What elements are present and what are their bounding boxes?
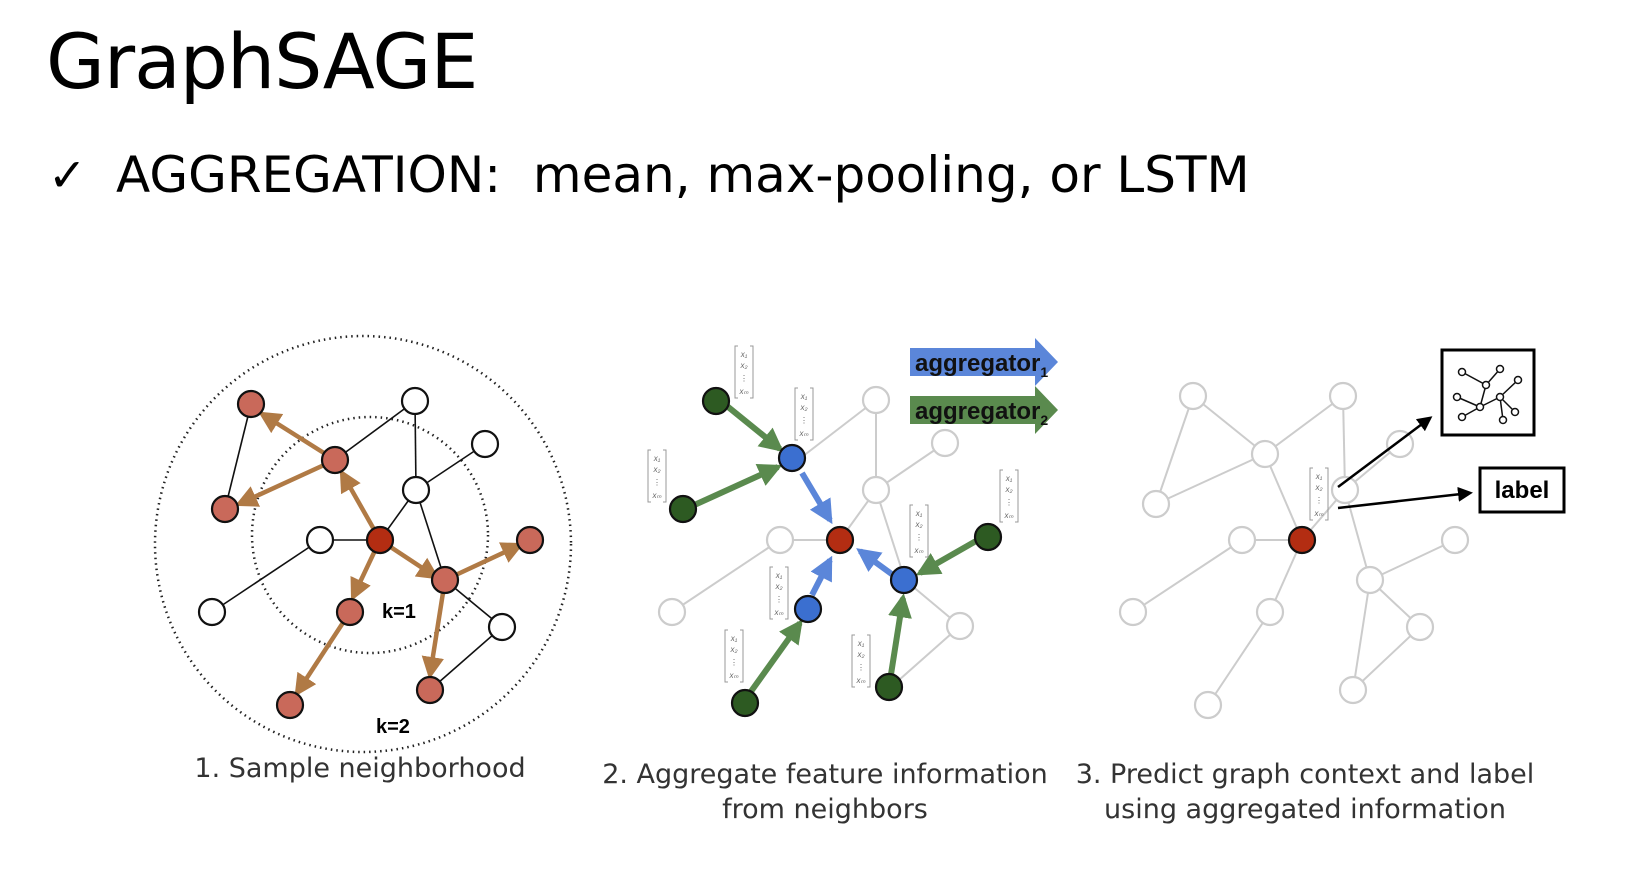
green-node — [973, 522, 1003, 552]
panel-1-edges — [211, 400, 503, 691]
feature-vector — [769, 566, 789, 620]
node — [430, 565, 460, 595]
panel-2-blue-arrows — [799, 471, 895, 597]
aggregator-1-arrow: aggregator1 — [910, 338, 1058, 386]
node — [657, 597, 687, 627]
panel-2-green-arrows — [688, 399, 985, 699]
k1-label: k=1 — [382, 601, 416, 623]
bullet-text: AGGREGATION: mean, max-pooling, or LSTM — [116, 146, 1250, 204]
node — [1141, 489, 1171, 519]
svg-text:aggregator2: aggregator2 — [915, 398, 1048, 428]
node — [1330, 475, 1360, 505]
node — [400, 386, 430, 416]
target-node — [365, 525, 395, 555]
node — [197, 597, 227, 627]
node — [765, 525, 795, 555]
aggregator-2-arrow: aggregator2 — [910, 386, 1058, 434]
caption-panel-3: 3. Predict graph context and label using… — [1075, 759, 1535, 825]
inner-neighborhood-circle — [250, 415, 490, 655]
panel-2-faded-edges — [671, 399, 961, 689]
target-node — [825, 525, 855, 555]
green-node — [730, 688, 760, 718]
green-node — [874, 672, 904, 702]
feature-vector — [724, 629, 744, 683]
target-node — [1287, 525, 1317, 555]
blue-node — [777, 443, 807, 473]
node — [470, 429, 500, 459]
feature-vector — [909, 504, 929, 558]
feature-vector — [999, 469, 1019, 523]
blue-node — [793, 594, 823, 624]
k2-label: k=2 — [376, 716, 410, 738]
node — [1118, 597, 1148, 627]
svg-text:aggregator1: aggregator1 — [915, 350, 1048, 380]
bullet-aggregation: ✓ AGGREGATION: mean, max-pooling, or LST… — [48, 140, 1250, 210]
feature-vector — [794, 387, 814, 441]
feature-vector — [851, 634, 871, 688]
feature-vector — [734, 345, 754, 399]
caption-panel-2: 2. Aggregate feature information from ne… — [602, 759, 1048, 825]
node — [1385, 429, 1415, 459]
node — [861, 385, 891, 415]
graph-context-box — [1440, 348, 1536, 437]
node — [1355, 565, 1385, 595]
feature-vector — [647, 449, 667, 503]
green-node — [668, 494, 698, 524]
node — [1405, 612, 1435, 642]
node — [515, 525, 545, 555]
panel-3-faded-edges — [1132, 395, 1456, 706]
node — [305, 525, 335, 555]
node — [930, 428, 960, 458]
node — [236, 389, 266, 419]
check-mark-icon: ✓ — [48, 148, 87, 202]
node — [1328, 381, 1358, 411]
node — [415, 675, 445, 705]
panel-1-sample-neighborhood: k=1 k=2 — [153, 334, 573, 754]
node — [210, 494, 240, 524]
node — [861, 475, 891, 505]
node — [1440, 525, 1470, 555]
node — [335, 597, 365, 627]
label-box: label — [1478, 466, 1566, 514]
node — [1338, 675, 1368, 705]
node — [487, 612, 517, 642]
node — [1193, 690, 1223, 720]
node — [1250, 439, 1280, 469]
node — [401, 475, 431, 505]
node — [1178, 381, 1208, 411]
node — [945, 611, 975, 641]
blue-node — [889, 565, 919, 595]
node — [275, 690, 305, 720]
green-node — [701, 386, 731, 416]
node — [1255, 597, 1285, 627]
node — [1227, 525, 1257, 555]
node — [320, 445, 350, 475]
slide-title: GraphSAGE — [46, 17, 478, 106]
outer-neighborhood-circle — [153, 334, 573, 754]
svg-text:label: label — [1495, 477, 1550, 504]
caption-panel-1: 1. Sample neighborhood — [194, 753, 526, 784]
panel-2-aggregate: aggregator1 aggregator2 — [647, 338, 1058, 718]
panel-3-predict: label — [1118, 348, 1566, 720]
